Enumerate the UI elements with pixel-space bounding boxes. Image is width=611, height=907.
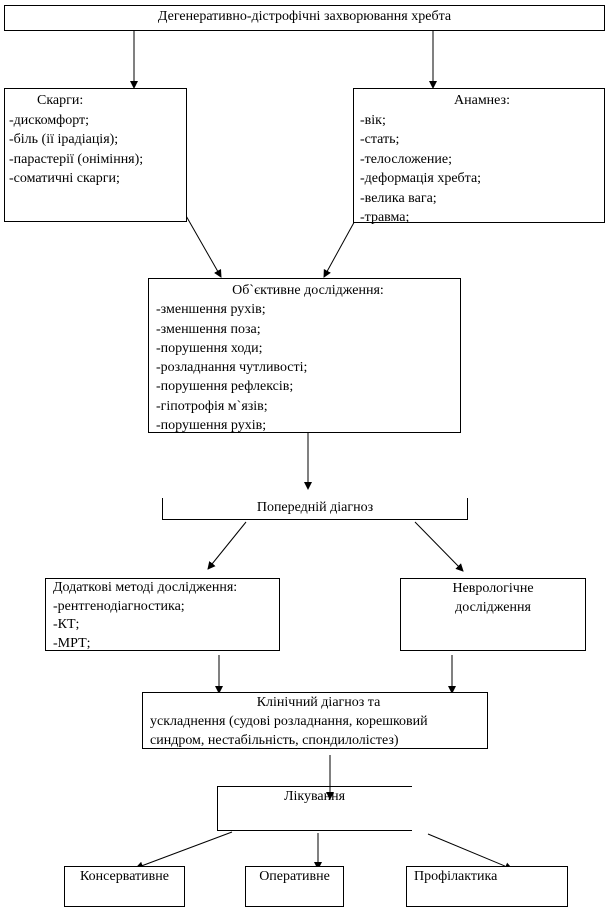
complaints-item: -парастерії (онiміння);: [9, 151, 144, 167]
title-box: Дегенеративно-дістрофічні захворювання х…: [4, 5, 605, 31]
anamnesis-item: -вік;: [360, 112, 386, 128]
neuro-line: Неврологічне: [452, 581, 534, 596]
arrow-preliminary-to-neuro: [414, 521, 464, 572]
objective-heading: Об`єктивне дослідження:: [232, 283, 384, 298]
complaints-item: -соматичні скарги;: [9, 171, 120, 186]
objective-box: Об`єктивне дослідження: -зменшення рухів…: [148, 278, 461, 433]
objective-item: -зменшення поза;: [156, 321, 261, 337]
complaints-box: Скарги: -дискомфорт; -біль (ії ірадіація…: [4, 88, 187, 222]
outcome-prevention-box: Профілактика: [406, 866, 568, 907]
anamnesis-item: -травма;: [360, 210, 410, 225]
objective-item: -гіпотрофія м`язів;: [156, 398, 268, 414]
arrow-anamnesis-to-objective: [323, 216, 358, 278]
objective-item: -порушення рефлексів;: [156, 379, 294, 395]
outcome-conservative-box: Консервативне: [64, 866, 185, 907]
arrow-complaints-to-objective: [184, 213, 222, 278]
additional-item: -МРТ;: [53, 635, 91, 651]
objective-item: -порушення рухів;: [156, 418, 267, 434]
title-text: Дегенеративно-дістрофічні захворювання х…: [157, 9, 452, 24]
additional-item: -рентгенодіагностика;: [53, 598, 185, 614]
clinical-line: ускладнення (судові розладнання, корешко…: [150, 714, 428, 729]
anamnesis-item: -стать;: [360, 132, 400, 147]
outcome-operative: Оперативне: [259, 869, 330, 884]
additional-methods-box: Додаткові методі дослідження: -рентгенод…: [45, 578, 280, 651]
complaints-item: -біль (ії ірадіація);: [9, 132, 119, 147]
arrow-treatment-to-prevention: [427, 833, 513, 870]
outcome-operative-box: Оперативне: [245, 866, 344, 907]
neuro-line: дослідження: [455, 600, 531, 615]
preliminary-text: Попередній діагноз: [256, 500, 374, 515]
clinical-diagnosis-box: Клінічний діагноз та ускладнення (судові…: [142, 692, 488, 749]
complaints-heading: Скарги:: [37, 93, 84, 108]
treatment-label: Лікування: [217, 788, 412, 806]
anamnesis-heading: Анамнез:: [454, 93, 510, 108]
anamnesis-item: -деформація хребта;: [360, 171, 482, 186]
anamnesis-item: -велика вага;: [360, 190, 437, 206]
anamnesis-box: Анамнез: -вік; -стать; -телосложение; -д…: [353, 88, 605, 225]
objective-item: -зменшення рухів;: [156, 302, 266, 318]
anamnesis-item: -телосложение;: [360, 151, 452, 167]
neurological-box: Неврологічне дослідження: [400, 578, 586, 651]
outcome-conservative: Консервативне: [80, 869, 169, 884]
additional-heading: Додаткові методі дослідження:: [53, 580, 238, 595]
preliminary-bracket: [162, 498, 468, 520]
arrow-preliminary-to-additional: [207, 521, 247, 570]
additional-item: -КТ;: [53, 617, 80, 632]
objective-item: -порушення ходи;: [156, 340, 263, 356]
clinical-line: Клінічний діагноз та: [256, 695, 381, 710]
complaints-item: -дискомфорт;: [9, 112, 90, 128]
arrow-treatment-to-conservative: [135, 831, 233, 870]
outcome-prevention: Профілактика: [414, 869, 498, 884]
treatment-text: Лікування: [283, 789, 346, 804]
clinical-line: синдром, нестабільність, спондилолістез): [150, 733, 399, 748]
objective-item: -розладнання чутливості;: [156, 360, 308, 376]
preliminary-diagnosis: Попередній діагноз: [162, 499, 468, 517]
treatment-box-outline: [217, 786, 412, 831]
